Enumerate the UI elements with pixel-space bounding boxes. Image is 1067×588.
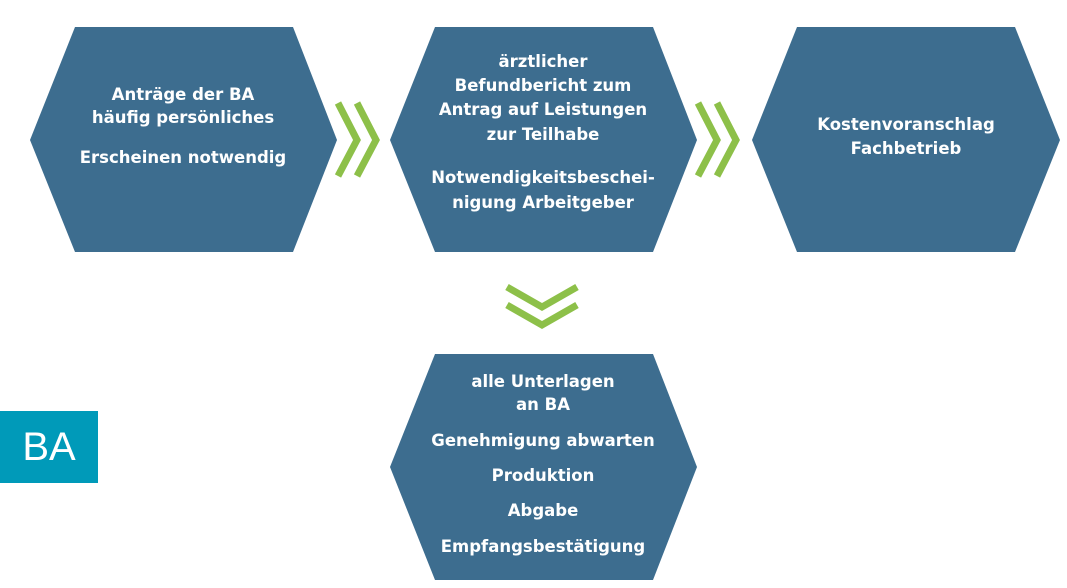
step-2-text: Befundbericht zum <box>454 76 632 95</box>
step-2-text: nigung Arbeitgeber <box>452 193 634 212</box>
step-4-text: an BA <box>516 395 570 414</box>
ba-badge: BA <box>0 411 98 483</box>
step-3-text: Fachbetrieb <box>850 139 962 158</box>
step-4-text: Abgabe <box>507 501 579 520</box>
chevron-right-icon <box>694 101 721 178</box>
chevron-down-icon <box>505 283 579 312</box>
step-1-hexagon <box>30 27 337 252</box>
chevron-right-icon <box>334 101 361 178</box>
step-4-hexagon <box>390 354 697 580</box>
chevron-right-icon <box>353 101 380 178</box>
step-1-text: Erscheinen notwendig <box>79 148 287 167</box>
step-4-text: alle Unterlagen <box>471 372 615 391</box>
step-2-text: ärztlicher <box>498 52 588 71</box>
step-3-text: Kostenvoranschlag <box>817 115 995 134</box>
step-2-text: Antrag auf Leistungen <box>438 100 648 119</box>
step-4-text: Produktion <box>491 466 595 485</box>
step-1-text: häufig persönliches <box>91 108 275 127</box>
chevron-right-icon <box>713 101 740 178</box>
step-2-text: zur Teilhabe <box>486 125 600 144</box>
step-2-text: Notwendigkeitsbeschei- <box>431 168 655 187</box>
step-4-text: Genehmigung abwarten <box>431 431 655 450</box>
step-4-text: Empfangsbestätigung <box>440 537 646 556</box>
chevron-down-icon <box>505 301 579 330</box>
step-3-hexagon <box>752 27 1060 252</box>
step-1-text: Anträge der BA <box>111 85 255 104</box>
step-2-hexagon <box>390 27 697 252</box>
